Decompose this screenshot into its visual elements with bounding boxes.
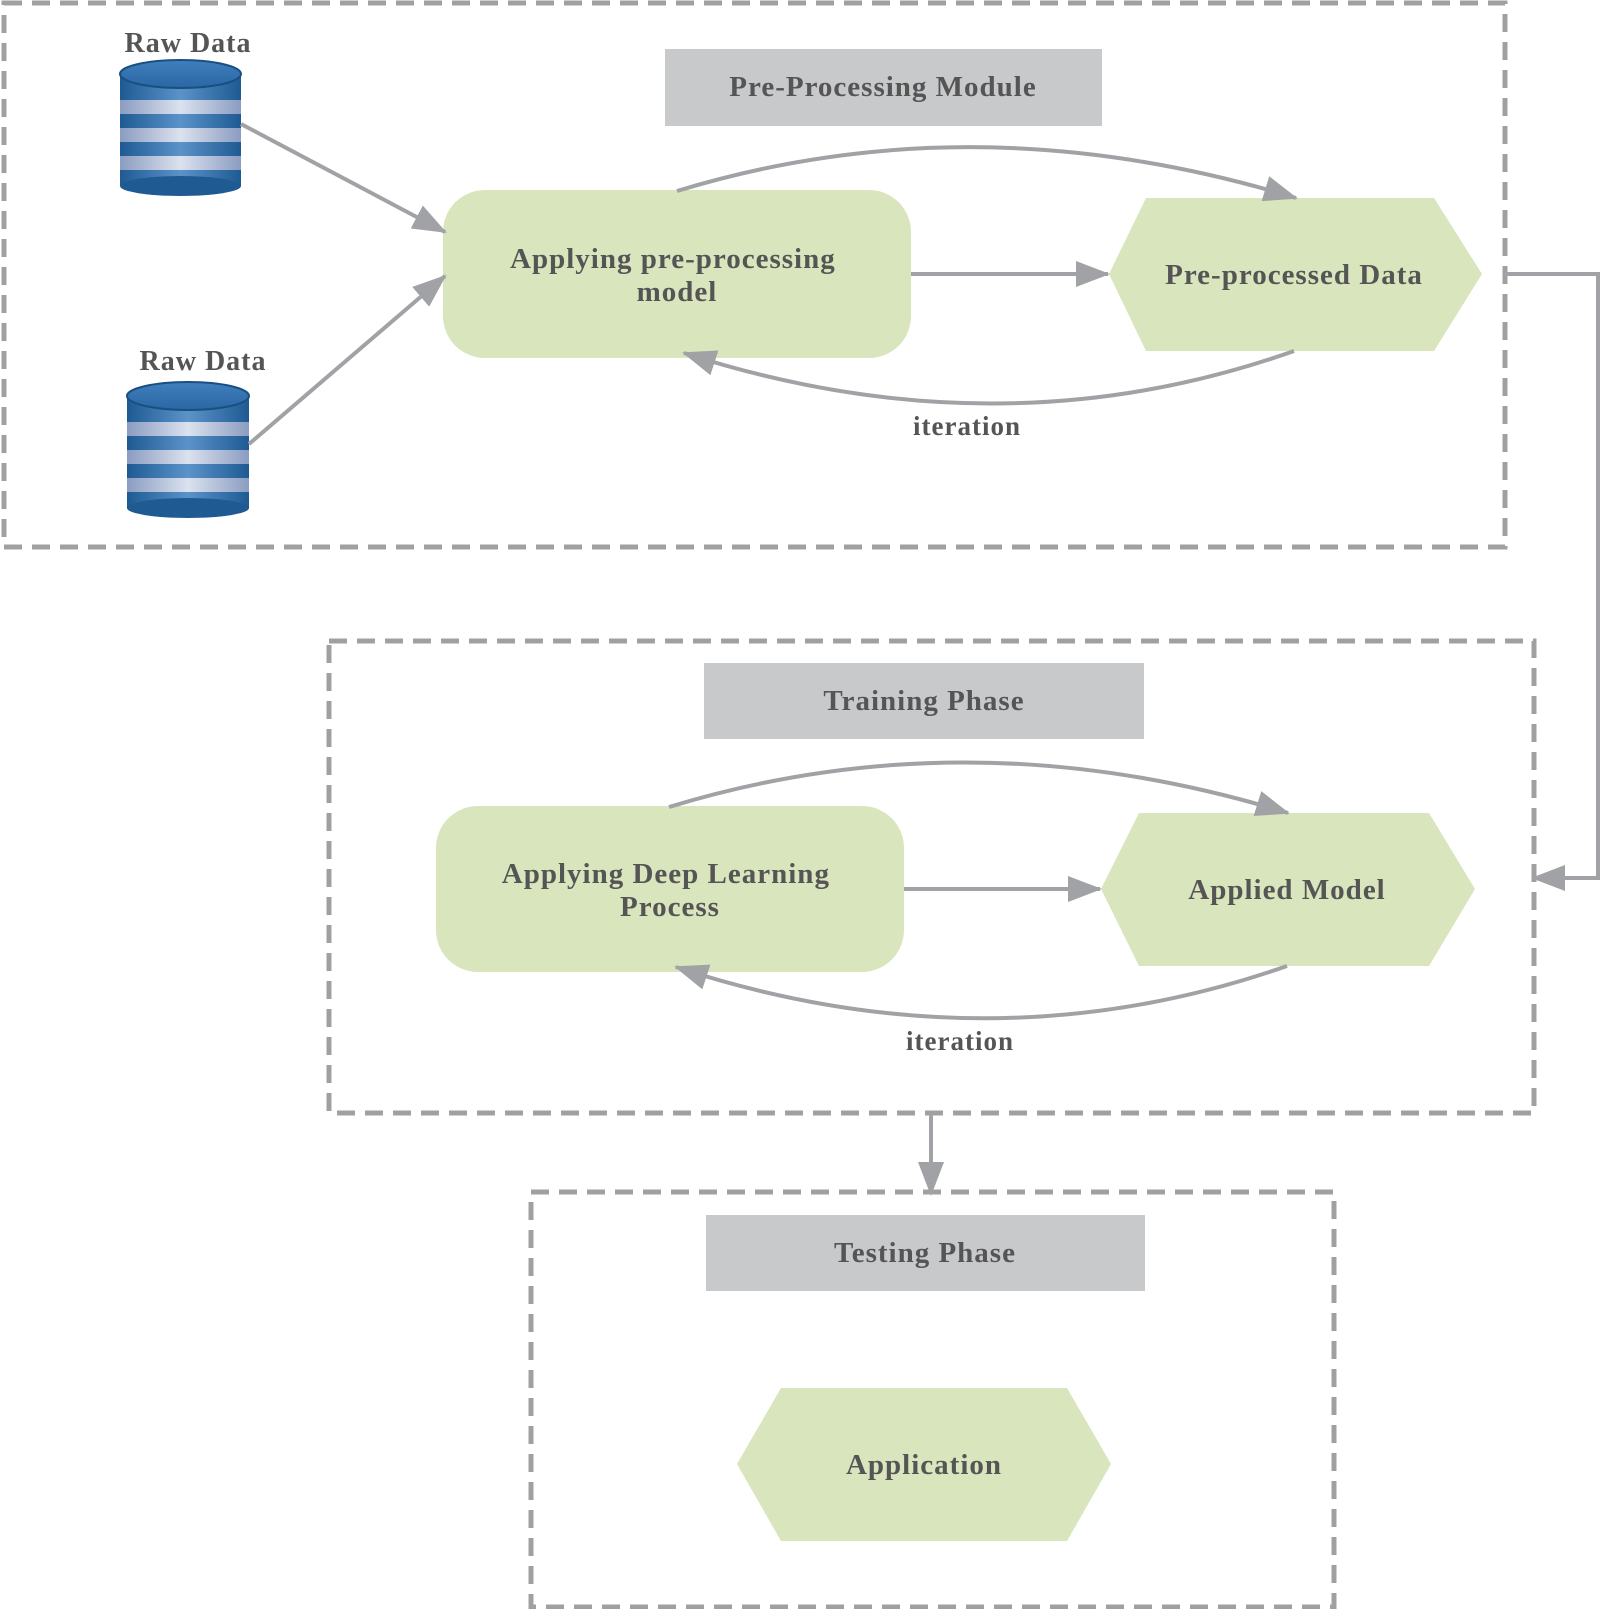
testing-header-bar xyxy=(706,1215,1145,1291)
arrow-iteration-back xyxy=(682,349,1295,406)
raw-data-label-top: Raw Data xyxy=(125,28,252,59)
training-process-line1: Applying Deep Learning xyxy=(502,858,830,890)
preprocessed-data-label: Pre-processed Data xyxy=(1165,259,1423,291)
preprocessing-process-node xyxy=(443,190,911,358)
preprocessing-process-line2: model xyxy=(637,276,718,308)
applied-model-node xyxy=(1101,813,1475,966)
training-header-bar xyxy=(704,663,1144,739)
arrow-training-process-to-model-arc xyxy=(668,760,1290,817)
training-process-line2: Process xyxy=(620,891,720,923)
database-icon xyxy=(126,381,250,518)
arrow-process-to-preprocessed-arc xyxy=(676,145,1298,202)
arrow-preprocessing-to-training xyxy=(1505,272,1600,891)
applied-model-label: Applied Model xyxy=(1188,874,1386,906)
database-icon xyxy=(119,59,242,196)
arrow-raw-top-to-process xyxy=(240,122,447,234)
preprocessed-data-node xyxy=(1109,198,1482,351)
preprocessing-header-bar xyxy=(665,49,1102,126)
testing-header: Testing Phase xyxy=(834,1237,1016,1269)
preprocessing-process-line1: Applying pre-processing xyxy=(510,243,836,275)
application-label: Application xyxy=(846,1449,1002,1481)
preprocessing-process-label: Applying pre-processing model xyxy=(510,243,844,308)
application-node xyxy=(737,1388,1111,1541)
training-iteration-label: iteration xyxy=(906,1026,1014,1056)
training-process-node xyxy=(436,806,904,972)
training-process-label: Applying Deep Learning Process xyxy=(502,858,838,923)
training-header: Training Phase xyxy=(823,685,1024,717)
raw-data-label-bottom: Raw Data xyxy=(140,346,267,377)
iteration-label: iteration xyxy=(913,411,1021,441)
preprocessing-header: Pre-Processing Module xyxy=(729,71,1036,103)
arrow-training-iteration-back xyxy=(674,964,1288,1021)
arrow-raw-bottom-to-process xyxy=(247,274,447,446)
